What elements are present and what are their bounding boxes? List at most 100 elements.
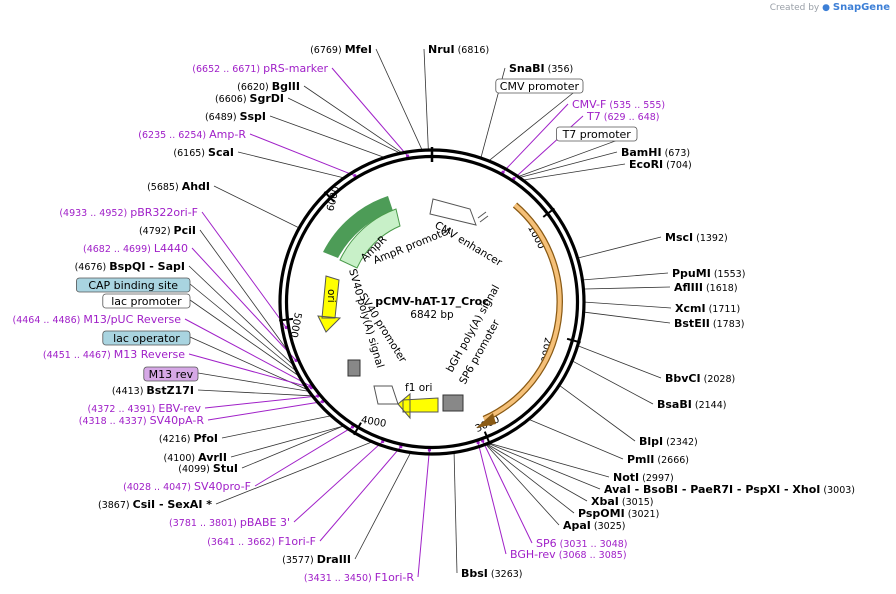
enzyme-label-bbsi[interactable]: BbsI (3263) xyxy=(461,567,523,580)
feature-box-label: M13 rev xyxy=(149,368,194,381)
site-label-text: (4413) BstZ17I xyxy=(112,384,194,397)
enzyme-label-pcii[interactable]: (4792) PciI xyxy=(139,224,196,237)
enzyme-label-msci[interactable]: MscI (1392) xyxy=(665,231,728,244)
bgh-polya-block xyxy=(442,394,464,412)
enzyme-label-sgrdi[interactable]: (6606) SgrDI xyxy=(215,92,284,105)
sv40-polya-block xyxy=(347,359,361,377)
site-name: AvaI xyxy=(604,483,631,496)
ampr-arrow-light xyxy=(339,208,401,269)
site-label-text: (6165) ScaI xyxy=(173,146,234,159)
ruler-tick xyxy=(483,431,491,446)
site-label-text: BamHI (673) xyxy=(621,146,690,159)
enzyme-label-xcmi[interactable]: XcmI (1711) xyxy=(675,302,740,315)
site-coord: (6165) xyxy=(173,148,208,159)
leader-line-pfoi xyxy=(221,415,331,439)
leader-line-nrui xyxy=(423,48,429,150)
enzyme-label-scai[interactable]: (6165) ScaI xyxy=(173,146,234,159)
enzyme-label-bstz17i[interactable]: (4413) BstZ17I xyxy=(112,384,194,397)
site-coord: (3025) xyxy=(591,521,626,532)
enzyme-label-pfoi[interactable]: (4216) PfoI xyxy=(159,432,218,445)
site-label-text: (5685) AhdI xyxy=(147,180,210,193)
enzyme-label-noti[interactable]: NotI (2997) xyxy=(613,471,674,484)
box-label-cap-binding-site[interactable]: CAP binding site xyxy=(76,277,191,293)
primer-label-pbr322ori-f[interactable]: (4933 .. 4952) pBR322ori-F xyxy=(59,206,198,219)
primer-label-m13-reverse[interactable]: (4451 .. 4467) M13 Reverse xyxy=(43,348,185,361)
leader-line-apai xyxy=(486,444,560,526)
leader-line-bamhi xyxy=(520,151,618,178)
enzyme-label-blpi[interactable]: BlpI (2342) xyxy=(639,435,698,448)
primer-label-sp6[interactable]: SP6 (3031 .. 3048) xyxy=(536,537,628,550)
feature-box xyxy=(556,126,638,142)
primer-label-t7[interactable]: T7 (629 .. 648) xyxy=(586,110,660,123)
site-label-text: PspOMI (3021) xyxy=(578,507,659,520)
leader-line-bstz17i xyxy=(197,389,312,397)
enzyme-label-afliii[interactable]: AflIII (1618) xyxy=(674,281,738,294)
site-label-text: SP6 (3031 .. 3048) xyxy=(536,537,628,550)
enzyme-label-csii[interactable]: (3867) CsiI - SexAI * xyxy=(98,498,212,511)
enzyme-label-bspqi[interactable]: (4676) BspQI - SapI xyxy=(75,260,185,273)
leader-line-amp-r xyxy=(249,133,356,177)
site-name: BbsI xyxy=(461,567,488,580)
site-coord: (3021) xyxy=(625,509,660,520)
enzyme-label-apai[interactable]: ApaI (3025) xyxy=(563,519,626,532)
site-label-text: BsaBI (2144) xyxy=(657,398,726,411)
primer-label-prs-marker[interactable]: (6652 .. 6671) pRS-marker xyxy=(192,62,328,75)
site-label-text: (3577) DraIII xyxy=(282,553,351,566)
site-coord: (3431 .. 3450) xyxy=(304,573,375,584)
enzyme-label-xbai[interactable]: XbaI (3015) xyxy=(591,495,653,508)
site-label-text: BstEII (1783) xyxy=(674,317,745,330)
enzyme-label-sspi[interactable]: (6489) SspI xyxy=(205,110,266,123)
site-name: M13 Reverse xyxy=(114,348,185,361)
enzyme-label-pmli[interactable]: PmlI (2666) xyxy=(627,453,689,466)
site-name: AflIII xyxy=(674,281,703,294)
enzyme-label-bbvci[interactable]: BbvCI (2028) xyxy=(665,372,735,385)
enzyme-label-bamhi[interactable]: BamHI (673) xyxy=(621,146,690,159)
leader-line-msci xyxy=(578,236,662,259)
primer-label-f1ori-r[interactable]: (3431 .. 3450) F1ori-R xyxy=(304,571,414,584)
primer-label-sv40pa-r[interactable]: (4318 .. 4337) SV40pA-R xyxy=(79,414,205,427)
site-coord: (3031 .. 3048) xyxy=(557,539,628,550)
enzyme-label-draiii[interactable]: (3577) DraIII xyxy=(282,553,351,566)
enzyme-label-ahdi[interactable]: (5685) AhdI xyxy=(147,180,210,193)
site-coord: (2997) xyxy=(639,473,674,484)
leader-line-afliii xyxy=(584,286,671,290)
site-name: MfeI xyxy=(345,43,372,56)
box-label-lac-operator[interactable]: lac operator xyxy=(102,330,191,346)
site-label-text: MscI (1392) xyxy=(665,231,728,244)
primer-label-f1ori-f[interactable]: (3641 .. 3662) F1ori-F xyxy=(207,535,316,548)
leader-line-cap-binding-site xyxy=(189,283,296,371)
primer-label-ebv-rev[interactable]: (4372 .. 4391) EBV-rev xyxy=(88,402,202,415)
enzyme-label-stui[interactable]: (4099) StuI xyxy=(178,462,238,475)
site-coord: (6489) xyxy=(205,112,240,123)
enzyme-label-avai[interactable]: AvaI - BsoBI - PaeR7I - PspXI - XhoI (30… xyxy=(604,483,855,496)
box-label-m13-rev[interactable]: M13 rev xyxy=(143,366,199,382)
enzyme-label-ecori[interactable]: EcoRI (704) xyxy=(629,158,692,171)
enzyme-label-ppumi[interactable]: PpuMI (1553) xyxy=(672,267,745,280)
primer-label-bgh-rev[interactable]: BGH-rev (3068 .. 3085) xyxy=(510,548,627,561)
enzyme-label-nrui[interactable]: NruI (6816) xyxy=(428,43,489,56)
primer-label-l4440[interactable]: (4682 .. 4699) L4440 xyxy=(83,242,188,255)
leader-line-l4440 xyxy=(191,247,297,361)
site-label-text: EcoRI (704) xyxy=(629,158,692,171)
leader-line-xbai xyxy=(487,444,588,502)
enzyme-label-bsabi[interactable]: BsaBI (2144) xyxy=(657,398,726,411)
site-label-text: NotI (2997) xyxy=(613,471,674,484)
primer-label-pbabe-3[interactable]: (3781 .. 3801) pBABE 3' xyxy=(169,516,290,529)
leader-line-pbr322ori-f xyxy=(201,211,287,328)
site-name: EcoRI xyxy=(629,158,663,171)
box-label-cmv-promoter[interactable]: CMV promoter xyxy=(495,78,584,94)
enzyme-label-mfei[interactable]: (6769) MfeI xyxy=(310,43,372,56)
enzyme-label-bsteii[interactable]: BstEII (1783) xyxy=(674,317,745,330)
box-label-lac-promoter[interactable]: lac promoter xyxy=(102,293,191,309)
primer-label-m13-puc-reverse[interactable]: (4464 .. 4486) M13/pUC Reverse xyxy=(13,313,182,326)
primer-label-amp-r[interactable]: (6235 .. 6254) Amp-R xyxy=(138,128,246,141)
enzyme-label-pspomi[interactable]: PspOMI (3021) xyxy=(578,507,659,520)
site-label-text: (4100) AvrII xyxy=(163,451,227,464)
primer-label-sv40pro-f[interactable]: (4028 .. 4047) SV40pro-F xyxy=(123,480,251,493)
primer-label-cmv-f[interactable]: CMV-F (535 .. 555) xyxy=(572,98,665,111)
box-label-t7-promoter[interactable]: T7 promoter xyxy=(556,126,638,142)
enzyme-label-bglii[interactable]: (6620) BglII xyxy=(237,80,300,93)
feature-box-label: lac operator xyxy=(113,332,180,345)
enzyme-label-avrii[interactable]: (4100) AvrII xyxy=(163,451,227,464)
enzyme-label-snabi[interactable]: SnaBI (356) xyxy=(509,62,573,75)
